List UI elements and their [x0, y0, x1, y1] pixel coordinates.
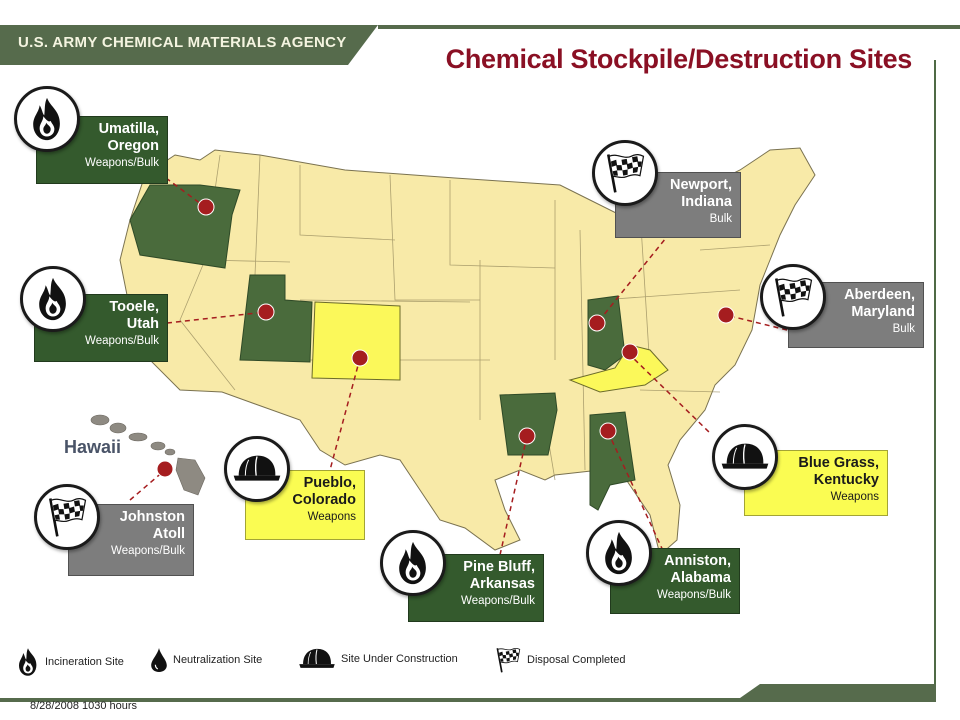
page-title: Chemical Stockpile/Destruction Sites: [445, 44, 913, 74]
legend-item-completed: Disposal Completed: [494, 646, 625, 674]
timestamp: 8/28/2008 1030 hours: [30, 700, 138, 712]
site-type: Weapons/Bulk: [461, 595, 535, 607]
site-name: Newport, Indiana: [669, 177, 732, 210]
site-name: Anniston, Alabama: [664, 553, 731, 586]
site-dot-umatilla: [197, 198, 215, 216]
legend-label: Incineration Site: [45, 656, 124, 668]
site-type: Weapons/Bulk: [657, 589, 731, 601]
state-oregon: [129, 184, 241, 269]
site-dot-aberdeen: [717, 306, 735, 324]
site-type: Weapons: [830, 491, 879, 503]
site-type: Bulk: [892, 323, 915, 335]
site-type: Weapons/Bulk: [85, 157, 159, 169]
site-dot-anniston: [599, 422, 617, 440]
hard-hat-icon: [712, 424, 778, 490]
state-arkansas: [499, 392, 558, 456]
flame-icon: [380, 530, 446, 596]
right-border: [934, 60, 936, 700]
site-name: Pueblo, Colorado: [292, 475, 356, 508]
checkered-flag-icon: [494, 646, 522, 674]
site-type: Bulk: [709, 213, 732, 225]
state-utah: [239, 274, 313, 363]
site-name: Umatilla, Oregon: [98, 121, 159, 154]
agency-name: U.S. ARMY CHEMICAL MATERIALS AGENCY: [18, 34, 347, 51]
state-colorado: [311, 301, 401, 381]
state-kentucky: [568, 344, 669, 393]
site-type: Weapons/Bulk: [85, 335, 159, 347]
legend: Incineration Site Neutralization Site Si…: [14, 646, 674, 686]
footer-bar: [0, 684, 936, 702]
flame-icon: [20, 266, 86, 332]
legend-item-incineration: Incineration Site: [16, 646, 124, 678]
site-name: Blue Grass, Kentucky: [798, 455, 879, 488]
legend-item-neutralization: Neutralization Site: [150, 646, 262, 674]
legend-label: Neutralization Site: [173, 654, 263, 666]
site-dot-pine-bluff: [518, 427, 536, 445]
checkered-flag-icon: [34, 484, 100, 550]
droplet-icon: [150, 646, 168, 674]
state-alabama: [589, 411, 636, 511]
hard-hat-icon: [298, 646, 336, 672]
state-indiana: [587, 295, 626, 371]
site-dot-newport: [588, 314, 606, 332]
hard-hat-icon: [224, 436, 290, 502]
site-name: Johnston Atoll: [119, 509, 185, 542]
site-type: Weapons/Bulk: [111, 545, 185, 557]
site-dot-johnston: [156, 460, 174, 478]
legend-item-construction: Site Under Construction: [298, 646, 458, 672]
agency-banner: [0, 25, 960, 65]
site-type: Weapons: [307, 511, 356, 523]
legend-label: Disposal Completed: [527, 654, 626, 666]
site-name: Tooele, Utah: [109, 299, 159, 332]
hawaii-label: Hawaii: [64, 437, 122, 457]
legend-label: Site Under Construction: [341, 653, 458, 665]
hawaii-islands: [90, 414, 206, 496]
site-dot-pueblo: [351, 349, 369, 367]
flame-icon: [16, 646, 40, 678]
flame-icon: [586, 520, 652, 586]
site-name: Pine Bluff, Arkansas: [463, 559, 535, 592]
checkered-flag-icon: [760, 264, 826, 330]
site-dot-blue-grass: [621, 343, 639, 361]
site-dot-tooele: [257, 303, 275, 321]
checkered-flag-icon: [592, 140, 658, 206]
flame-icon: [14, 86, 80, 152]
site-name: Aberdeen, Maryland: [844, 287, 915, 320]
